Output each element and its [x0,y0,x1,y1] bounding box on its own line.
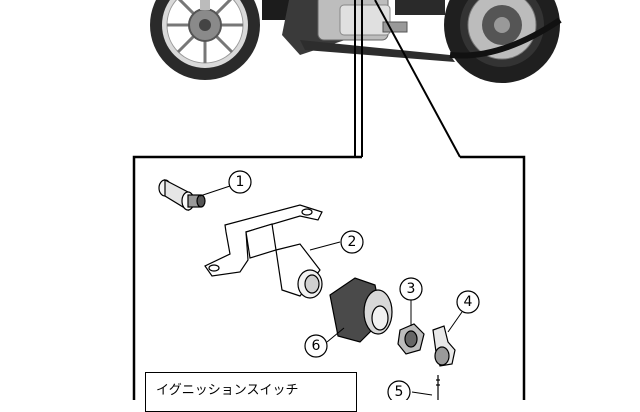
detail-frame [132,155,526,400]
legend-title: イグニッションスイッチ [156,383,299,398]
callout-leaders [199,185,463,396]
motorcycle-image [150,0,562,83]
part-4-knob [432,325,456,367]
svg-text:6: 6 [312,338,321,354]
part-3-nut [397,323,425,355]
part-2-bracket [204,204,323,299]
part-1-ignition-barrel [158,179,206,212]
svg-text:3: 3 [407,281,416,297]
callout-6: 6 [304,334,328,358]
svg-text:5: 5 [395,384,404,400]
svg-text:4: 4 [464,294,473,310]
svg-text:1: 1 [236,174,245,190]
engine-block [262,0,455,62]
callout-5: 5 [387,380,411,400]
callout-3: 3 [399,277,423,301]
callout-4: 4 [456,290,480,314]
diagram-canvas: 1 2 3 4 5 6 [132,0,562,400]
callout-1: 1 [228,170,252,194]
parts-legend-box: イグニッションスイッチ [145,372,357,412]
part-5-screw [436,375,440,400]
svg-text:2: 2 [348,234,357,250]
front-wheel [150,0,260,80]
part-6-cover [329,277,393,343]
callout-2: 2 [340,230,364,254]
rear-wheel [444,0,562,83]
